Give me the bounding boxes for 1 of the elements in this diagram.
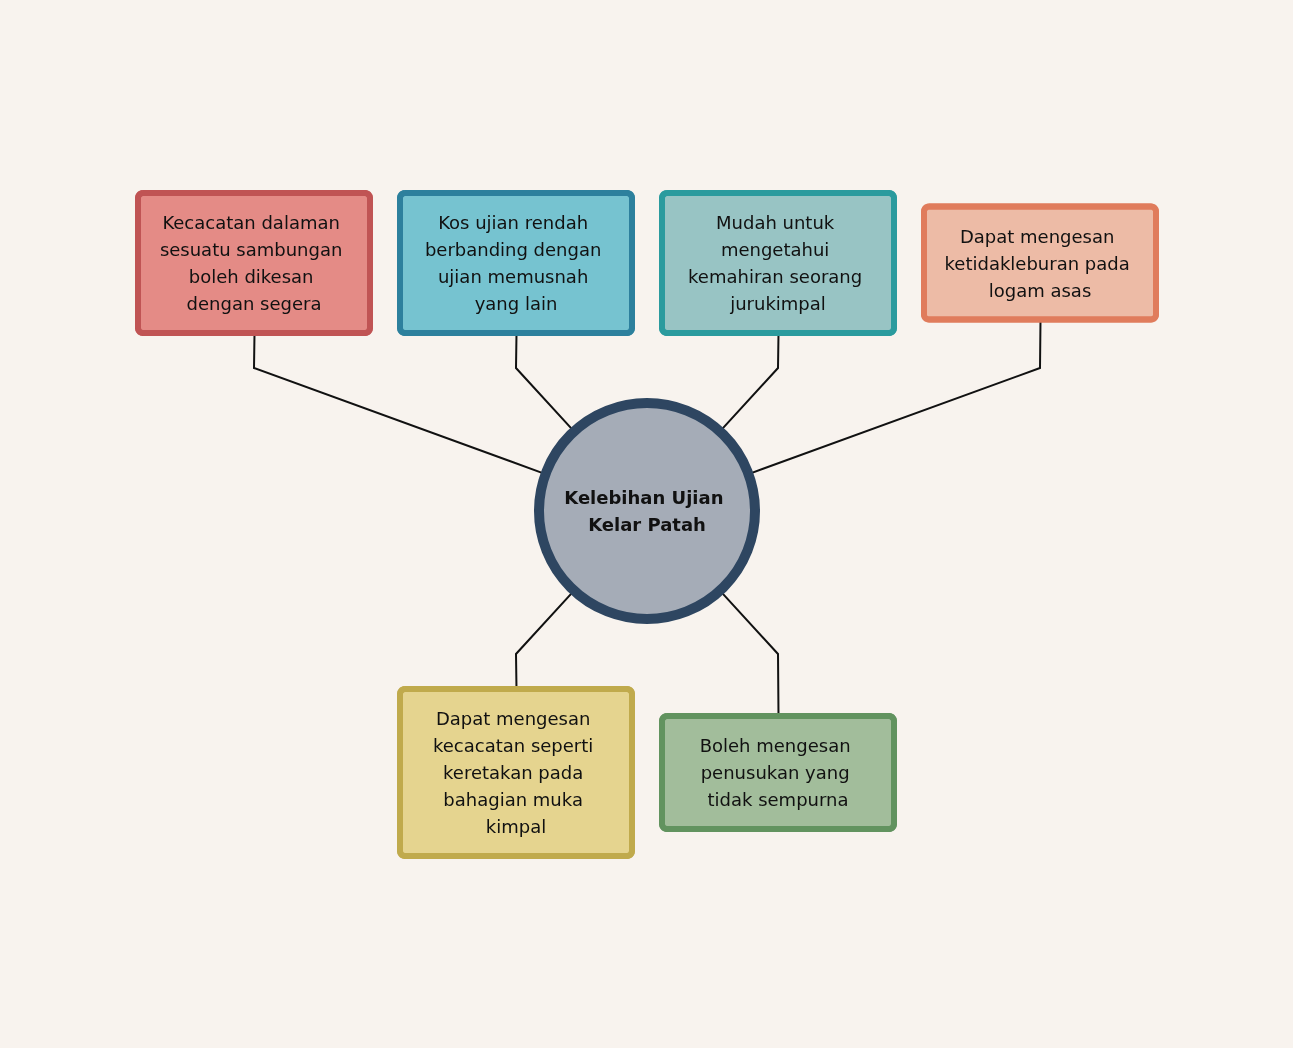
node-circle: Kelebihan Ujian Kelar Patah [533, 397, 760, 624]
